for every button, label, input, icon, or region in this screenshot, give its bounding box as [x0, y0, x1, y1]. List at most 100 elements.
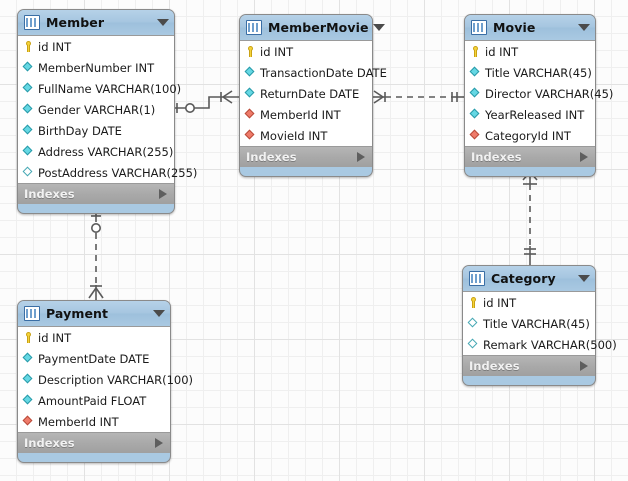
column-label: ReturnDate DATE	[260, 86, 360, 101]
column-label: id INT	[483, 295, 517, 310]
table-header[interactable]: Category	[463, 266, 595, 291]
column-label: PostAddress VARCHAR(255)	[38, 165, 198, 180]
column-row[interactable]: Address VARCHAR(255)	[18, 141, 174, 162]
table-category[interactable]: Category id INT Title VARCHAR(45)Remark VA…	[462, 265, 617, 386]
chevron-down-icon[interactable]	[578, 24, 590, 31]
column-row[interactable]: id INT	[18, 327, 170, 348]
expand-arrow-icon[interactable]	[155, 438, 163, 448]
diamond-icon	[244, 108, 257, 121]
table-header[interactable]: Movie	[465, 15, 595, 40]
table-header[interactable]: Member	[18, 10, 174, 35]
column-row[interactable]: Gender VARCHAR(1)	[18, 99, 174, 120]
column-label: TransactionDate DATE	[260, 65, 387, 80]
expand-arrow-icon[interactable]	[357, 152, 365, 162]
column-row[interactable]: id INT	[463, 292, 595, 313]
diamond-icon	[22, 82, 35, 95]
column-label: YearReleased INT	[485, 107, 585, 122]
column-row[interactable]: MovieId INT	[240, 125, 372, 146]
table-title: Member	[46, 15, 105, 30]
indexes-label: Indexes	[24, 436, 75, 450]
column-label: Title VARCHAR(45)	[485, 65, 592, 80]
column-row[interactable]: ReturnDate DATE	[240, 83, 372, 104]
table-title: MemberMovie	[268, 20, 369, 35]
column-row[interactable]: AmountPaid FLOAT	[18, 390, 170, 411]
expand-arrow-icon[interactable]	[580, 361, 588, 371]
indexes-label: Indexes	[471, 150, 522, 164]
column-row[interactable]: id INT	[18, 36, 174, 57]
column-row[interactable]: TransactionDate DATE	[240, 62, 387, 83]
column-row[interactable]: Remark VARCHAR(500)	[463, 334, 617, 355]
table-icon	[246, 20, 262, 35]
column-row[interactable]: Description VARCHAR(100)	[18, 369, 193, 390]
column-label: Address VARCHAR(255)	[38, 144, 174, 159]
column-row[interactable]: MemberId INT	[18, 411, 170, 432]
column-row[interactable]: FullName VARCHAR(100)	[18, 78, 181, 99]
indexes-section[interactable]: Indexes	[463, 356, 595, 376]
column-list: id INT Title VARCHAR(45) Director VARCHAR(…	[465, 40, 613, 147]
column-row[interactable]: Title VARCHAR(45)	[463, 313, 595, 334]
chevron-down-icon[interactable]	[578, 275, 590, 282]
diamond-icon	[244, 129, 257, 142]
table-icon	[469, 271, 485, 286]
column-row[interactable]: MemberNumber INT	[18, 57, 174, 78]
column-label: MemberNumber INT	[38, 60, 155, 75]
chevron-down-icon[interactable]	[157, 19, 169, 26]
diamond-icon	[22, 124, 35, 137]
key-icon	[22, 331, 35, 344]
diamond-icon	[244, 66, 257, 79]
diamond-icon	[469, 66, 482, 79]
table-membermovie[interactable]: MemberMovie id INT TransactionDate DATE Ret…	[239, 14, 387, 177]
diamond-icon	[22, 61, 35, 74]
table-icon	[24, 306, 40, 321]
expand-arrow-icon[interactable]	[580, 152, 588, 162]
diamond-icon	[22, 373, 35, 386]
table-payment[interactable]: Payment id INT PaymentDate DATE Description…	[17, 300, 193, 463]
key-icon	[244, 45, 257, 58]
diamond-icon	[244, 87, 257, 100]
indexes-section[interactable]: Indexes	[18, 184, 174, 204]
table-member[interactable]: Member id INT MemberNumber INT FullName VAR…	[17, 9, 197, 214]
table-icon	[24, 15, 40, 30]
key-icon	[22, 40, 35, 53]
diamond-icon	[22, 352, 35, 365]
indexes-section[interactable]: Indexes	[18, 433, 170, 453]
column-label: MemberId INT	[38, 414, 119, 429]
column-list: id INT MemberNumber INT FullName VARCHAR(1…	[18, 35, 197, 184]
diamond-icon	[469, 129, 482, 142]
table-header[interactable]: Payment	[18, 301, 170, 326]
table-movie[interactable]: Movie id INT Title VARCHAR(45) Director VAR…	[464, 14, 613, 177]
table-title: Movie	[493, 20, 536, 35]
column-row[interactable]: Title VARCHAR(45)	[465, 62, 595, 83]
column-label: MovieId INT	[260, 128, 328, 143]
diamond-outline-icon	[467, 317, 480, 330]
column-row[interactable]: BirthDay DATE	[18, 120, 174, 141]
column-label: id INT	[38, 39, 72, 54]
expand-arrow-icon[interactable]	[159, 189, 167, 199]
column-label: FullName VARCHAR(100)	[38, 81, 182, 96]
column-label: PaymentDate DATE	[38, 351, 150, 366]
table-title: Payment	[46, 306, 109, 321]
indexes-section[interactable]: Indexes	[240, 147, 372, 167]
diamond-icon	[469, 87, 482, 100]
column-row[interactable]: MemberId INT	[240, 104, 372, 125]
column-row[interactable]: Director VARCHAR(45)	[465, 83, 613, 104]
column-label: Gender VARCHAR(1)	[38, 102, 156, 117]
indexes-label: Indexes	[246, 150, 297, 164]
column-list: id INT TransactionDate DATE ReturnDate DAT…	[240, 40, 387, 147]
chevron-down-icon[interactable]	[372, 24, 385, 31]
chevron-down-icon[interactable]	[153, 310, 165, 317]
key-icon	[467, 296, 480, 309]
column-row[interactable]: PostAddress VARCHAR(255)	[18, 162, 197, 183]
table-header[interactable]: MemberMovie	[240, 15, 385, 40]
column-row[interactable]: id INT	[465, 41, 595, 62]
column-row[interactable]: CategoryId INT	[465, 125, 595, 146]
column-row[interactable]: PaymentDate DATE	[18, 348, 170, 369]
diamond-icon	[469, 108, 482, 121]
column-row[interactable]: id INT	[240, 41, 372, 62]
indexes-section[interactable]: Indexes	[465, 147, 595, 167]
column-row[interactable]: YearReleased INT	[465, 104, 595, 125]
column-label: id INT	[485, 44, 519, 59]
